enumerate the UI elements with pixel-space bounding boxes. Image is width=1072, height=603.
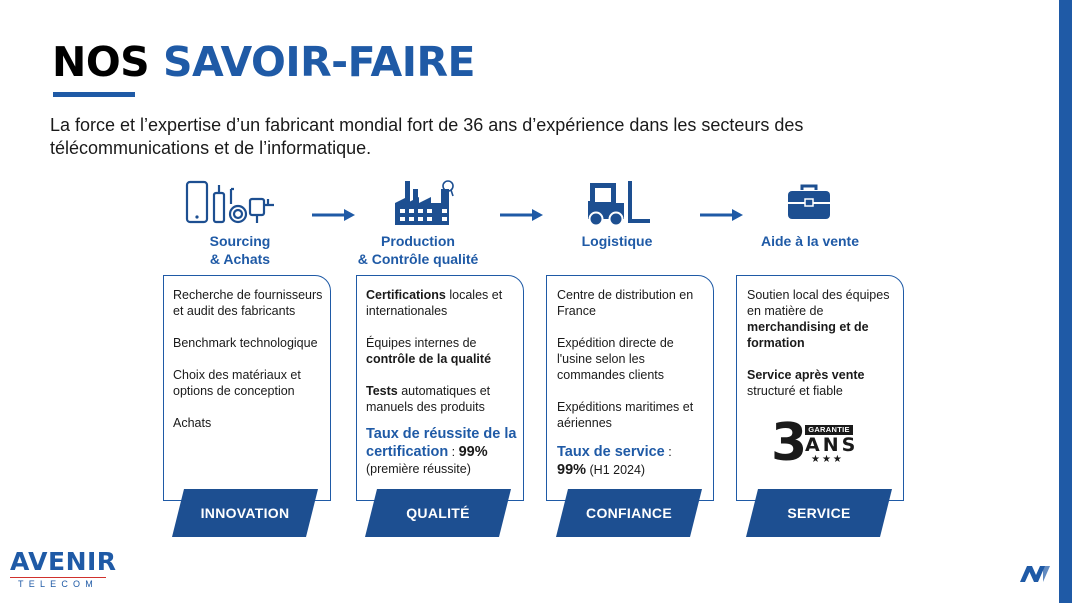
column-title-aide-vente: Aide à la vente [740,232,880,250]
text: automatiques et manuels des produits [366,384,491,414]
list-item: Centre de distribution en France [557,288,694,318]
list-item: Équipes internes de contrôle de la quali… [366,335,518,367]
bold-text: merchandising et de formation [747,320,869,350]
text: Équipes internes de [366,336,477,350]
text: structuré et fiable [747,384,843,398]
bold-text: Service après vente [747,368,865,382]
kpi-note: (première réussite) [366,462,471,476]
right-edge-bar [1059,0,1072,603]
list-item: Tests automatiques et manuels des produi… [366,383,518,415]
logo-name: AVENIR [10,547,117,576]
kpi-label: Taux de service [557,444,665,460]
tag-label: SERVICE [787,505,851,521]
list-item: Achats [173,416,212,430]
kpi-label: Taux de réussite de la certification [366,426,517,460]
bold-text: Tests [366,384,398,398]
list-item: Expédition directe de l'usine selon les … [557,336,674,382]
card-aide-vente-text: Soutien local des équipes en matière de … [747,287,899,415]
card-aide-vente [736,275,904,501]
page-title: NOS SAVOIR-FAIRE [52,38,476,86]
column-title-line: & Contrôle qualité [357,251,479,267]
title-part-1: NOS [52,38,150,86]
title-underline [53,92,135,97]
factory-icon [393,178,457,228]
title-part-2: SAVOIR-FAIRE [162,38,476,86]
intro-text: La force et l’expertise d’un fabricant m… [50,115,804,158]
kpi-note: (H1 2024) [586,463,646,477]
column-title-line: Logistique [581,233,653,249]
bold-text: contrôle de la qualité [366,352,492,366]
arrow-right-icon [312,209,355,221]
list-item: Expéditions maritimes et aériennes [557,400,694,430]
card-sourcing-text: Recherche de fournisseurs et audit des f… [173,287,325,447]
av-logo-icon [1020,566,1050,582]
badge-top-label: GARANTIE [805,425,853,435]
column-title-production: Production & Contrôle qualité [343,232,493,268]
tag-service: SERVICE [746,489,892,537]
kpi-separator: : [664,445,672,459]
list-item: Benchmark technologique [173,336,318,350]
kpi-separator: : [448,445,459,459]
tag-confiance: CONFIANCE [556,489,702,537]
logo-subtitle: TELECOM [10,577,106,589]
list-item: Soutien local des équipes en matière de … [747,287,899,351]
column-title-line: Aide à la vente [760,233,860,249]
arrow-right-icon [700,209,743,221]
list-item: Certifications locales et internationale… [366,287,518,319]
tag-qualite: QUALITÉ [365,489,511,537]
tag-label: QUALITÉ [406,505,470,521]
tag-label: CONFIANCE [586,505,672,521]
list-item: Recherche de fournisseurs et audit des f… [173,288,323,318]
avenir-telecom-logo: AVENIR TELECOM [10,547,117,589]
badge-word: ANS [805,434,859,456]
bold-text: Certifications [366,288,446,302]
tag-label: INNOVATION [200,505,290,521]
card-logistique [546,275,714,501]
column-title-sourcing: Sourcing & Achats [170,232,310,268]
column-title-logistique: Logistique [547,232,687,250]
kpi-value: 99% [458,444,488,460]
kpi-value: 99% [557,462,587,478]
badge-number: 3 [771,413,808,473]
tag-innovation: INNOVATION [172,489,318,537]
badge-stars: ★★★ [811,454,844,465]
text: Soutien local des équipes en matière de [747,288,890,318]
list-item: Service après vente structuré et fiable [747,367,899,399]
kpi-certification: Taux de réussite de la certification : 9… [366,425,518,461]
card-production-text: Certifications locales et internationale… [366,287,518,477]
arrow-right-icon [500,209,543,221]
devices-icon [184,178,294,228]
column-title-line: & Achats [209,251,271,267]
kpi-service-rate: Taux de service : [557,443,709,461]
forklift-icon [582,178,652,228]
briefcase-icon [784,178,834,228]
list-item: Choix des matériaux et options de concep… [173,368,301,398]
text: locales et internationales [366,288,503,318]
card-logistique-text: Centre de distribution en France Expédit… [557,287,709,479]
card-sourcing [163,275,331,501]
column-title-line: Sourcing [209,233,271,249]
guarantee-3-years-badge: 3 GARANTIE ANS ★★★ [771,415,859,471]
column-title-line: Production [381,233,455,249]
kpi-service-value-line: 99% (H1 2024) [557,461,709,479]
